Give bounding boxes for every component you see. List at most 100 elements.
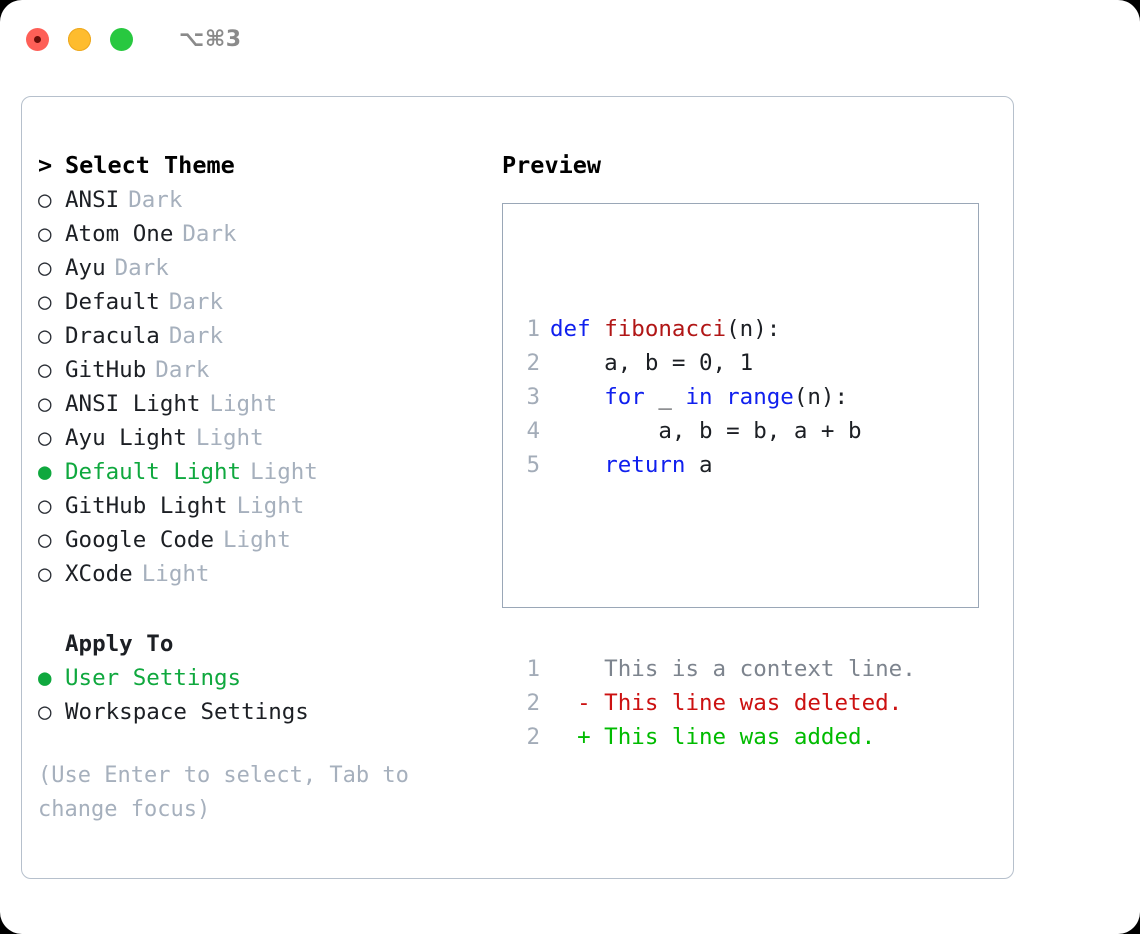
theme-item-atom-one[interactable]: ○ Atom One Dark [38, 217, 478, 251]
code-text: return a [550, 448, 713, 482]
radio-unselected-icon: ○ [38, 527, 52, 553]
theme-item-label: Google Code [65, 527, 215, 553]
theme-item-label: GitHub Light [65, 493, 228, 519]
radio-selected-icon: ● [38, 459, 52, 485]
apply-to-options: ●User Settings ○ Workspace Settings [38, 661, 478, 729]
theme-item-ansi-light[interactable]: ○ ANSI Light Light [38, 387, 478, 421]
theme-item-tag: Light [236, 493, 305, 519]
code-preview: 1 def fibonacci(n): 2 a, b = 0, 1 3 for _ i… [516, 244, 916, 822]
diff-line: 2 - This line was deleted. [516, 686, 916, 720]
theme-item-github[interactable]: ○ GitHub Dark [38, 353, 478, 387]
theme-item-label: XCode [65, 561, 133, 587]
radio-unselected-icon: ○ [38, 323, 52, 349]
theme-item-label: Dracula [65, 323, 160, 349]
theme-item-tag: Light [195, 425, 264, 451]
token-kw: in [685, 384, 713, 410]
theme-item-ansi[interactable]: ○ ANSI Dark [38, 183, 478, 217]
token-plain: (n): [793, 384, 849, 410]
preview-title: Preview [502, 151, 602, 179]
radio-unselected-icon: ○ [38, 561, 52, 587]
radio-unselected-icon: ○ [38, 699, 52, 725]
token-plain: (n): [726, 316, 781, 342]
list-spacer [38, 591, 478, 627]
diff-text: This is a context line. [590, 656, 916, 682]
theme-item-label: Default [65, 289, 160, 315]
window-controls [26, 27, 133, 51]
theme-item-github-light[interactable]: ○ GitHub Light Light [38, 489, 478, 523]
diff-line: 2 + This line was added. [516, 720, 916, 754]
chevron-right-icon: > [38, 151, 53, 179]
code-text: def fibonacci(n): [550, 312, 780, 346]
theme-item-tag: Dark [128, 187, 183, 213]
code-text: a, b = b, a + b [550, 414, 862, 448]
theme-item-label: GitHub [65, 357, 147, 383]
theme-item-tag: Dark [182, 221, 237, 247]
token-plain: _ [644, 384, 686, 410]
theme-item-label: ANSI Light [65, 391, 201, 417]
radio-unselected-icon: ○ [38, 187, 52, 213]
maximize-button[interactable] [110, 27, 133, 51]
diff-marker: + [550, 724, 591, 750]
line-number: 3 [526, 384, 540, 410]
theme-item-default-light[interactable]: ● Default Light Light [38, 455, 478, 489]
minimize-button[interactable] [68, 27, 91, 51]
theme-item-tag: Dark [168, 323, 224, 349]
diff-marker [550, 652, 591, 686]
code-line: 5 return a [516, 448, 916, 482]
theme-item-tag: Light [223, 527, 291, 553]
radio-unselected-icon: ○ [38, 221, 52, 247]
token-kw: return [604, 452, 686, 478]
theme-item-label: Ayu Light [65, 425, 187, 451]
keyboard-shortcut-label: ⌥⌘3 [179, 26, 242, 52]
theme-item-label: Atom One [65, 221, 174, 247]
diff-text: This line was deleted. [590, 690, 903, 716]
token-kw: def [550, 316, 605, 342]
token-plain [550, 452, 604, 478]
token-plain: a, b = b, a + b [550, 418, 862, 444]
theme-item-label: ANSI [65, 187, 120, 213]
code-text: for _ in range(n): [550, 380, 848, 414]
theme-item-tag: Dark [114, 255, 169, 281]
token-plain: a, b = 0, 1 [550, 350, 754, 376]
theme-item-xcode[interactable]: ○ XCode Light [38, 557, 478, 591]
radio-unselected-icon: ○ [38, 493, 52, 519]
apply-to-option-user-settings[interactable]: ●User Settings [38, 661, 478, 695]
apply-to-option-workspace-settings[interactable]: ○ Workspace Settings [38, 695, 478, 729]
apply-to-option-label: Workspace Settings [65, 699, 309, 725]
keyboard-hint: (Use Enter to select, Tab to change focu… [38, 763, 409, 822]
radio-unselected-icon: ○ [38, 357, 52, 383]
preview-pane: Preview 1 def fibonacci(n): 2 a, b = 0, 1 3… [502, 147, 992, 750]
token-plain [713, 384, 727, 410]
radio-selected-icon: ● [38, 665, 52, 691]
theme-item-dracula[interactable]: ○ Dracula Dark [38, 319, 478, 353]
theme-item-tag: Light [250, 459, 318, 485]
radio-unselected-icon: ○ [38, 425, 52, 451]
radio-unselected-icon: ○ [38, 255, 52, 281]
theme-item-ayu-light[interactable]: ○ Ayu Light Light [38, 421, 478, 455]
code-line: 4 a, b = b, a + b [516, 414, 916, 448]
token-plain: a [685, 452, 713, 478]
line-number: 1 [526, 316, 540, 342]
theme-item-tag: Dark [155, 357, 210, 383]
theme-item-label: Default Light [65, 459, 242, 485]
theme-item-google-code[interactable]: ○ Google Code Light [38, 523, 478, 557]
radio-unselected-icon: ○ [38, 391, 52, 417]
code-text: a, b = 0, 1 [550, 346, 753, 380]
title-bar: ⌥⌘3 [0, 0, 1140, 78]
token-kw: for [604, 384, 645, 410]
radio-unselected-icon: ○ [38, 289, 52, 315]
close-button[interactable] [26, 27, 49, 51]
token-plain [550, 384, 604, 410]
diff-text: This line was added. [590, 724, 876, 750]
preview-box: 1 def fibonacci(n): 2 a, b = 0, 1 3 for _ i… [502, 203, 979, 750]
code-line: 3 for _ in range(n): [516, 380, 916, 414]
apply-to-label-row: Apply To [38, 627, 478, 661]
theme-item-tag: Light [141, 561, 210, 587]
theme-item-tag: Light [209, 391, 278, 417]
line-number: 2 [526, 690, 540, 716]
